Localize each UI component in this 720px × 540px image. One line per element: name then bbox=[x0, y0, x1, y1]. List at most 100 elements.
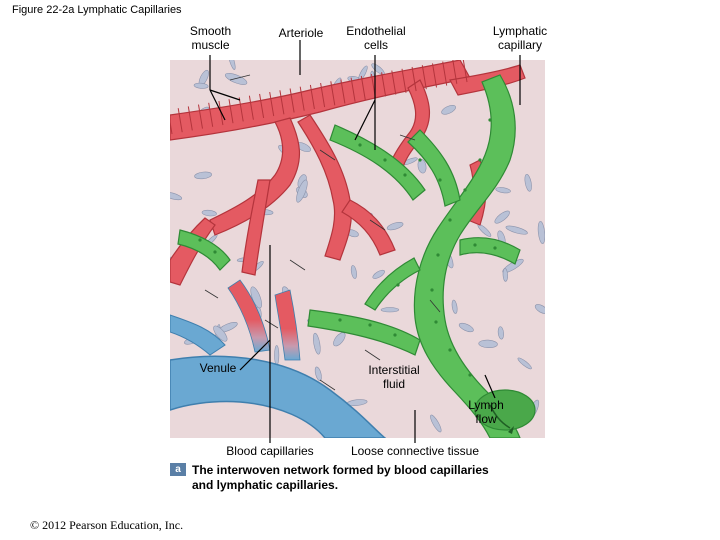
smooth-muscle-band bbox=[452, 60, 458, 84]
flow-arrow bbox=[364, 349, 381, 361]
venule-leader bbox=[239, 339, 271, 371]
endothelial-nucleus bbox=[473, 243, 477, 247]
smooth-muscle-leader-branch bbox=[209, 89, 241, 101]
smooth-muscle-band bbox=[259, 93, 265, 118]
endothelial-nucleus bbox=[493, 246, 497, 250]
connective-tissue-cell bbox=[170, 191, 183, 201]
connective-tissue-cell bbox=[314, 366, 322, 381]
lymph-flow-leader bbox=[484, 374, 496, 399]
label-smooth-muscle-text: Smooth muscle bbox=[189, 24, 232, 52]
endothelial-nucleus bbox=[434, 320, 438, 324]
endothelial-nucleus bbox=[358, 143, 362, 147]
flow-arrow bbox=[264, 319, 279, 329]
endothelial-nucleus bbox=[488, 118, 492, 122]
connective-tissue-cell bbox=[534, 304, 545, 314]
connective-tissue-cell bbox=[430, 414, 442, 433]
connective-tissue-cell bbox=[193, 82, 209, 89]
lymph-flow-arrow bbox=[489, 404, 511, 429]
caption-badge: a bbox=[170, 463, 186, 476]
connective-tissue-cell bbox=[441, 104, 456, 115]
endothelial-nucleus bbox=[448, 348, 452, 352]
smooth-muscle-band bbox=[442, 61, 448, 86]
smooth-muscle-band bbox=[289, 88, 295, 113]
connective-tissue-cell bbox=[194, 171, 212, 180]
endothelial-nucleus bbox=[436, 253, 440, 257]
smooth-muscle-band bbox=[350, 77, 356, 102]
connective-tissue-cell bbox=[497, 326, 504, 340]
endothelial-nucleus bbox=[448, 218, 452, 222]
figure-title: Figure 22-2a Lymphatic Capillaries bbox=[12, 4, 182, 16]
endothelial-nucleus bbox=[468, 373, 472, 377]
label-blood-capillaries: Blood capillaries bbox=[226, 444, 314, 458]
connective-tissue-cell bbox=[227, 60, 236, 70]
smooth-muscle-leader-branch bbox=[209, 89, 226, 121]
connective-tissue-cell bbox=[313, 332, 321, 355]
lymph-flow-outlet bbox=[474, 389, 536, 431]
endothelial-nucleus bbox=[463, 188, 467, 192]
smooth-muscle-band bbox=[411, 66, 417, 92]
connective-tissue-cell bbox=[224, 72, 248, 85]
smooth-muscle-band bbox=[432, 63, 437, 88]
connective-tissue-cell bbox=[250, 286, 262, 309]
flow-arrow bbox=[229, 74, 251, 81]
connective-tissue-cell bbox=[505, 225, 528, 235]
label-lymphatic-capillary: Lymphatic capillary bbox=[492, 24, 548, 52]
smooth-muscle-band bbox=[340, 79, 346, 104]
arteriole-vessel bbox=[170, 60, 526, 286]
smooth-muscle-band bbox=[421, 65, 427, 90]
endothelial-nucleus bbox=[383, 158, 387, 162]
connective-tissue-cell bbox=[451, 299, 458, 314]
connective-tissue-cell bbox=[517, 357, 532, 370]
connective-tissue-cell bbox=[494, 210, 510, 224]
connective-tissue-cell bbox=[380, 307, 400, 313]
flow-arrow bbox=[289, 259, 306, 271]
endothelial-nucleus bbox=[393, 333, 397, 337]
smooth-muscle-band bbox=[279, 90, 285, 115]
endothelial-nucleus bbox=[418, 158, 422, 162]
connective-tissue-cell bbox=[333, 332, 346, 347]
endothelial-nucleus bbox=[213, 250, 217, 254]
label-smooth-muscle: Smooth muscle bbox=[183, 24, 238, 52]
smooth-muscle-band bbox=[299, 86, 305, 111]
label-interstitial-fluid: Interstitial fluid bbox=[368, 363, 420, 391]
connective-tissue-cell bbox=[478, 339, 498, 349]
label-endothelial-cells: Endothelial cells bbox=[346, 24, 406, 52]
connective-tissue-cell bbox=[201, 209, 217, 217]
label-loose-connective-tissue: Loose connective tissue bbox=[350, 444, 480, 458]
smooth-muscle-band bbox=[391, 70, 397, 95]
smooth-muscle-band bbox=[208, 102, 214, 127]
endothelial-nucleus bbox=[438, 178, 442, 182]
label-venule: Venule bbox=[199, 361, 237, 375]
lymphatic-capillary-vessel bbox=[177, 74, 521, 438]
smooth-muscle-band bbox=[198, 104, 203, 129]
endothelial-nucleus bbox=[198, 238, 202, 242]
smooth-muscle-band bbox=[248, 95, 254, 120]
endothelial-nucleus bbox=[403, 173, 407, 177]
label-lymph-flow: Lymph flow bbox=[468, 398, 504, 426]
flow-arrow bbox=[429, 299, 441, 313]
connective-tissue-cell bbox=[502, 268, 508, 282]
flow-arrow bbox=[369, 219, 386, 231]
endothelial-nucleus bbox=[430, 288, 434, 292]
smooth-muscle-band bbox=[228, 99, 234, 124]
connective-tissue-cell bbox=[386, 221, 404, 231]
connective-tissue-cell bbox=[372, 269, 385, 279]
endothelial-nucleus bbox=[478, 158, 482, 162]
smooth-muscle-band bbox=[238, 97, 244, 122]
smooth-muscle-band bbox=[360, 75, 366, 100]
flow-arrow bbox=[319, 379, 336, 391]
smooth-muscle-band bbox=[381, 72, 387, 97]
venule-vessel bbox=[170, 279, 387, 438]
copyright-notice: © 2012 Pearson Education, Inc. bbox=[30, 518, 184, 532]
flow-arrow bbox=[204, 289, 219, 299]
smooth-muscle-band bbox=[309, 84, 315, 109]
endothelial-cells-leader-branch bbox=[354, 99, 376, 141]
interstitial-flow-arrows bbox=[204, 74, 441, 391]
smooth-muscle-band bbox=[401, 68, 407, 93]
connective-tissue-cell bbox=[296, 179, 308, 203]
flow-arrow bbox=[319, 149, 336, 161]
connective-tissue-cell bbox=[495, 187, 511, 194]
label-arteriole: Arteriole bbox=[278, 26, 324, 40]
smooth-muscle-band bbox=[269, 92, 275, 117]
